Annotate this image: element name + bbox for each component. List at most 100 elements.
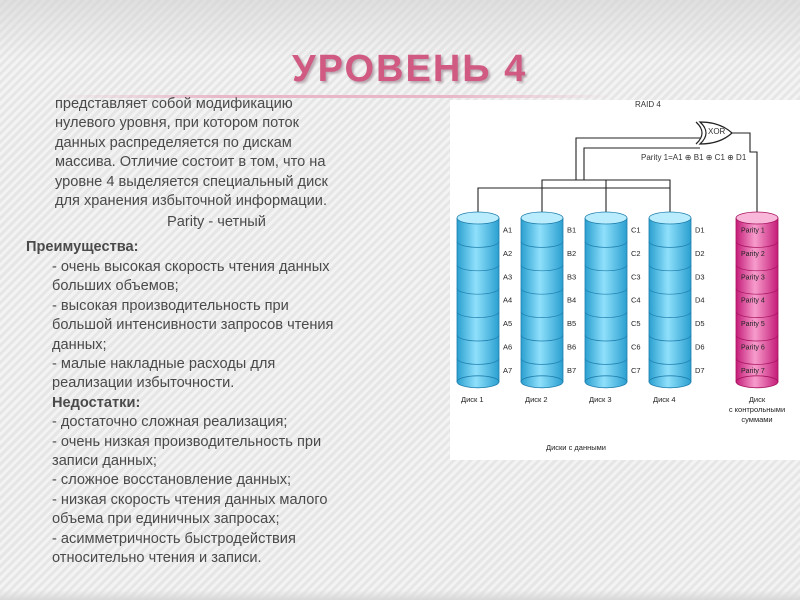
data-block-label: C2: [631, 249, 641, 258]
parity-block-label: Parity 6: [741, 345, 765, 352]
disk-band-line: [735, 311, 779, 318]
data-bus-wire: [477, 187, 670, 212]
xor-gate: XOR: [695, 121, 733, 145]
data-block-label: A1: [503, 226, 512, 235]
disk-body: [456, 217, 500, 383]
disk-band-line: [520, 358, 564, 365]
disk-band-line: [584, 311, 628, 318]
advantage-line: большой интенсивности запросов чтения: [52, 317, 334, 334]
parity-disk-name: с контрольными: [729, 405, 785, 414]
data-block-label: C4: [631, 296, 641, 305]
disk-band-line: [648, 334, 692, 342]
disk-band-line: [456, 311, 500, 318]
data-block-label: B7: [567, 366, 576, 375]
data-block-label: A5: [503, 319, 512, 328]
disk-band-line: [735, 334, 779, 342]
slide-title: УРОВЕНЬ 4: [292, 48, 528, 90]
xor-gate-arc: [695, 121, 703, 145]
data-block-label: B2: [567, 249, 576, 258]
intro-paragraph: представляет собой модификацию нулевого …: [55, 95, 435, 211]
xor-input-wire: [583, 147, 700, 180]
disadvantage-line: - сложное восстановление данных;: [52, 472, 292, 489]
disk-bottom-cap: [584, 375, 628, 389]
data-block-label: D4: [695, 296, 705, 305]
disk-body: [648, 217, 692, 383]
disk-band-line: [456, 334, 500, 342]
disk-band-line: [584, 288, 628, 295]
data-block-label: D7: [695, 366, 705, 375]
intro-line: представляет собой модификацию: [55, 96, 293, 112]
advantage-line: - малые накладные расходы для: [52, 356, 276, 373]
disk-band-line: [735, 288, 779, 295]
raid4-diagram-svg: RAID 4 XOR Parity 1=A1 ⊕ B1 ⊕ C1 ⊕ D1 A1…: [456, 100, 785, 452]
disadvantage-line: объема при единичных запросах;: [52, 511, 280, 528]
data-block-label: B5: [567, 319, 576, 328]
disk-band-line: [648, 241, 692, 248]
parity-disk-name: суммами: [741, 415, 772, 424]
data-block-label: D1: [695, 226, 705, 235]
data-block-label: A3: [503, 272, 512, 281]
disk-band-line: [520, 334, 564, 342]
disk-band-line: [584, 334, 628, 342]
advantage-line: реализации избыточности.: [52, 375, 235, 392]
raid4-diagram: RAID 4 XOR Parity 1=A1 ⊕ B1 ⊕ C1 ⊕ D1 A1…: [450, 100, 800, 460]
parity-block-label: Parity 3: [741, 274, 765, 281]
diagram-caption: RAID 4: [635, 100, 661, 109]
disk-top-cap: [584, 211, 628, 225]
disk-body: [520, 217, 564, 383]
intro-line: уровне 4 выделяется специальный диск: [55, 173, 328, 190]
data-block-label: A6: [503, 343, 512, 352]
disk-band-line: [456, 264, 500, 272]
data-block-label: B3: [567, 272, 576, 281]
disadvantage-line: относительно чтения и записи.: [52, 550, 262, 567]
intro-line: массива. Отличие состоит в том, что на: [55, 154, 326, 171]
data-disk-name: Диск 1: [461, 395, 484, 404]
disk-band-line: [648, 311, 692, 318]
data-block-label: D5: [695, 319, 705, 328]
data-disk-name: Диск 3: [589, 395, 612, 404]
data-block-label: D2: [695, 249, 705, 258]
data-block-label: C1: [631, 226, 641, 235]
data-disks-label: Диски с данными: [546, 443, 606, 452]
data-block-label: C7: [631, 366, 641, 375]
intro-line: данных распределяется по дискам: [55, 134, 292, 151]
parity-formula: Parity 1=A1 ⊕ B1 ⊕ C1 ⊕ D1: [641, 153, 747, 162]
data-block-label: D6: [695, 343, 705, 352]
intro-line: нулевого уровня, при котором поток: [55, 115, 299, 132]
slide-top-shade: [0, 0, 800, 60]
disadvantage-line: - очень низкая производительность при: [52, 433, 322, 450]
xor-label: XOR: [708, 127, 726, 136]
disk-top-cap: [520, 211, 564, 225]
disk-band-line: [648, 358, 692, 365]
disk-band-line: [735, 358, 779, 365]
xor-output-wire: [732, 132, 758, 212]
xor-input-wire: [575, 137, 700, 180]
disk-top-cap: [648, 211, 692, 225]
advantages-heading: Преимущества:: [26, 239, 139, 255]
advantage-line: больших объемов;: [52, 278, 179, 295]
data-disk-name: Диск 2: [525, 395, 548, 404]
parity-disk-name: Диск: [749, 395, 766, 404]
disadvantages-heading: Недостатки:: [52, 394, 141, 411]
disk-band-line: [520, 288, 564, 295]
data-block-label: B4: [567, 296, 576, 305]
parity-block-label: Parity 1: [741, 228, 765, 235]
data-block-label: A7: [503, 366, 512, 375]
connection-wires: [477, 132, 758, 212]
disk-top-cap: [456, 211, 500, 225]
disk-band-line: [520, 241, 564, 248]
advantage-line: - высокая производительность при: [52, 297, 289, 314]
disk-band-line: [584, 358, 628, 365]
parity-note: Parity - четный: [167, 214, 266, 230]
disadvantage-line: - асимметричность быстродействия: [52, 530, 296, 547]
data-block-label: C3: [631, 272, 641, 281]
disadvantage-line: записи данных;: [52, 453, 157, 470]
disk-band-line: [520, 311, 564, 318]
advantage-line: данных;: [52, 336, 107, 353]
